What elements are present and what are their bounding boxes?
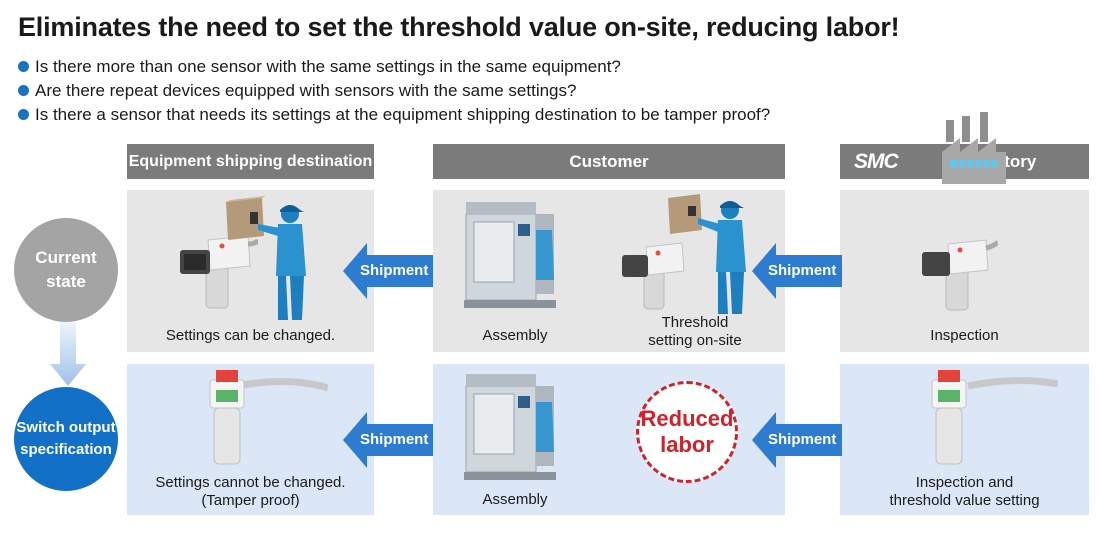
down-arrow-icon	[50, 322, 86, 386]
shipment-arrow-icon	[343, 243, 433, 299]
sensor-icon	[922, 239, 998, 311]
caption-switch-assembly: Assembly	[482, 491, 548, 508]
reduced-line: labor	[660, 432, 714, 457]
bullet-dot-icon	[18, 85, 29, 96]
caption-switch-destination: Settings cannot be changed.(Tamper proof…	[127, 474, 374, 510]
panel-switch-destination	[127, 364, 374, 515]
test-chamber-machine-icon	[464, 374, 556, 480]
page-title: Eliminates the need to set the threshold…	[18, 12, 900, 42]
question-text: Is there a sensor that needs its setting…	[35, 105, 771, 124]
shipment-label: Shipment	[360, 431, 429, 448]
state-switch: Switch output specification	[14, 387, 118, 491]
caption-line: Inspection and	[915, 474, 1014, 491]
column-header-destination: Equipment shipping destination	[127, 144, 374, 179]
caption-line: (Tamper proof)	[201, 492, 300, 509]
shipment-label: Shipment	[360, 262, 429, 279]
worker-with-box-icon	[668, 194, 746, 314]
smc-logo: SMC	[854, 149, 899, 173]
sensor-icon	[622, 242, 685, 310]
sensor-icon	[209, 370, 328, 465]
reduced-line: Reduced	[640, 406, 734, 431]
caption-line: setting on-site	[648, 332, 742, 349]
shipment-arrow-icon	[752, 412, 842, 468]
caption-line: Threshold	[661, 314, 729, 331]
worker-with-box-icon	[226, 196, 306, 320]
shipment-arrow-icon	[752, 243, 842, 299]
shipment-label: Shipment	[768, 262, 837, 279]
shipment-arrow-icon	[343, 412, 433, 468]
sensor-icon	[180, 235, 258, 309]
question-list: Is there more than one sensor with the s…	[18, 55, 770, 127]
caption-current-factory: Inspection	[930, 327, 999, 344]
bullet-dot-icon	[18, 109, 29, 120]
caption-line: threshold value setting	[889, 492, 1040, 509]
state-switch-label: Switch output specification	[16, 419, 116, 458]
state-current-label: Current state	[35, 248, 97, 291]
question-item: Is there a sensor that needs its setting…	[18, 103, 770, 127]
column-header-customer: Customer	[433, 144, 785, 179]
question-item: Are there repeat devices equipped with s…	[18, 79, 770, 103]
caption-current-destination: Settings can be changed.	[165, 327, 336, 344]
bullet-dot-icon	[18, 61, 29, 72]
factory-building-icon	[942, 112, 1006, 184]
question-text: Is there more than one sensor with the s…	[35, 57, 621, 76]
question-text: Are there repeat devices equipped with s…	[35, 81, 577, 100]
sensor-icon	[931, 370, 1058, 465]
state-current: Current state	[14, 218, 118, 322]
test-chamber-machine-icon	[464, 202, 556, 308]
caption-current-assembly: Assembly	[482, 327, 548, 344]
caption-line: Settings cannot be changed.	[155, 474, 346, 491]
question-item: Is there more than one sensor with the s…	[18, 55, 770, 79]
shipment-label: Shipment	[768, 431, 837, 448]
